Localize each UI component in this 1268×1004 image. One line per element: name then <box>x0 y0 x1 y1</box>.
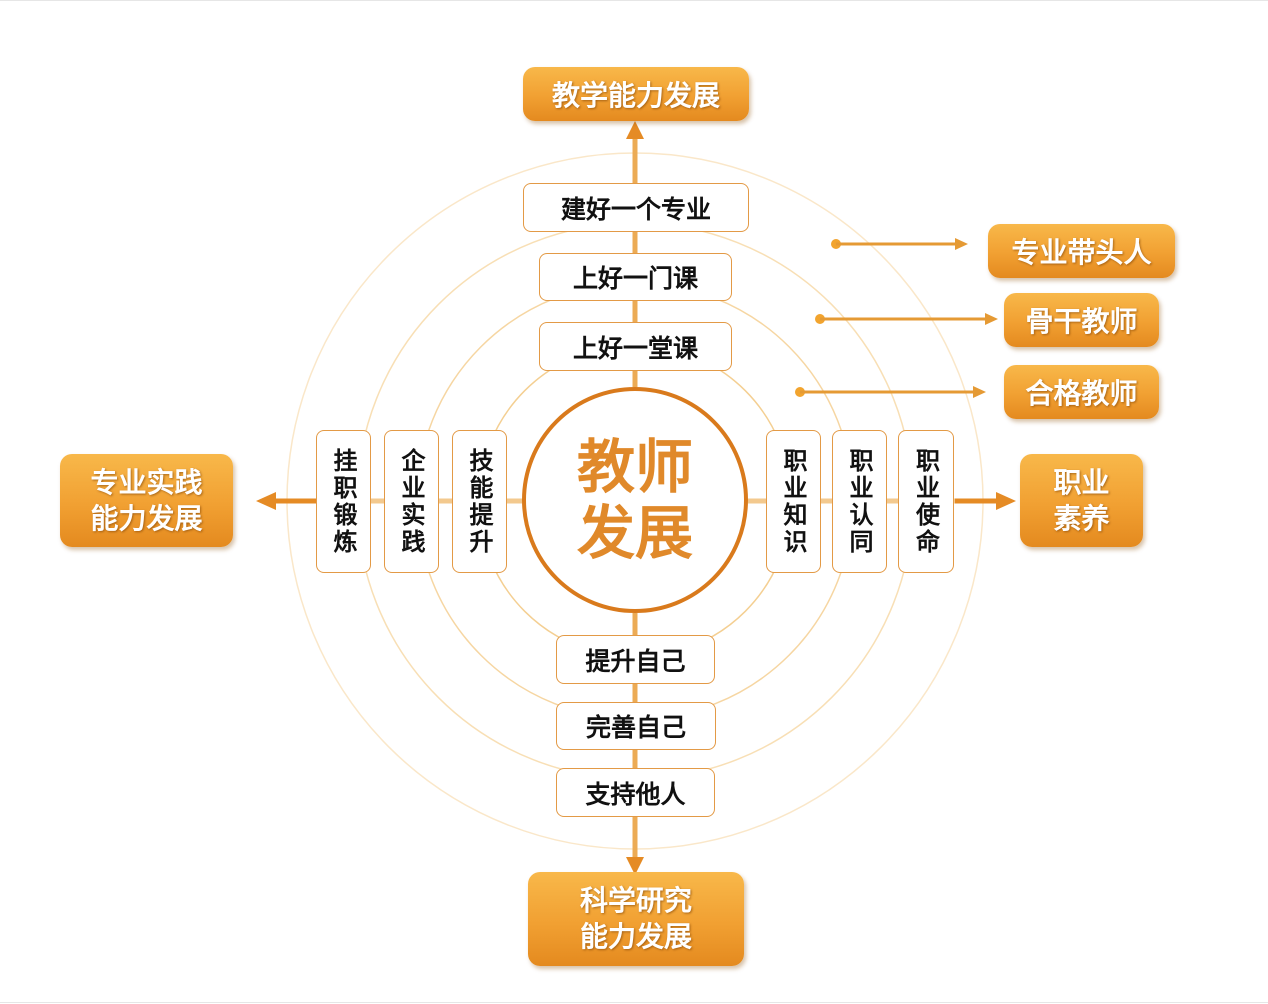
top-item-1: 建好一个专业 <box>523 183 749 232</box>
level-label-1: 专业带头人 <box>1011 236 1152 269</box>
left-item-2: 企业实践 <box>384 430 439 573</box>
bottom-item-3-label: 支持他人 <box>585 779 686 809</box>
level-label-2: 骨干教师 <box>1025 305 1138 338</box>
right-item-1: 职业知识 <box>766 430 821 573</box>
bottom-goal-line1: 科学研究 <box>579 884 692 917</box>
left-item-2-label: 企业实践 <box>397 447 425 556</box>
left-item-1: 挂职锻炼 <box>316 430 371 573</box>
right-goal-line1: 职业 <box>1053 465 1110 499</box>
level-arrow-3 <box>795 386 986 398</box>
arrow-down <box>626 857 644 875</box>
level-box-3: 合格教师 <box>1004 365 1159 419</box>
right-goal-box: 职业 素养 <box>1020 454 1143 547</box>
left-item-1-label: 挂职锻炼 <box>329 447 357 556</box>
right-goal-line2: 素养 <box>1053 501 1110 535</box>
bottom-goal-line2: 能力发展 <box>579 920 692 953</box>
right-item-1-label: 职业知识 <box>779 447 807 556</box>
top-item-2-label: 上好一门课 <box>572 264 698 293</box>
top-goal-label: 教学能力发展 <box>551 79 720 112</box>
arrow-up <box>626 121 644 139</box>
level-arrow-1 <box>831 238 968 250</box>
left-goal-line1: 专业实践 <box>90 465 203 499</box>
level-label-3: 合格教师 <box>1025 377 1138 410</box>
arrow-left <box>256 492 276 510</box>
top-goal-box: 教学能力发展 <box>523 67 749 121</box>
bottom-item-3: 支持他人 <box>556 768 715 817</box>
level-arrow-2 <box>815 313 998 325</box>
right-item-3: 职业使命 <box>898 430 954 573</box>
bottom-item-2: 完善自己 <box>556 702 716 750</box>
right-item-3-label: 职业使命 <box>911 447 940 556</box>
center-circle: 教师 发展 <box>522 387 748 613</box>
right-item-2-label: 职业认同 <box>845 447 873 556</box>
left-item-3: 技能提升 <box>452 430 507 573</box>
level-box-2: 骨干教师 <box>1004 293 1159 347</box>
top-item-3-label: 上好一堂课 <box>572 333 698 363</box>
bottom-goal-box: 科学研究 能力发展 <box>528 872 744 966</box>
bottom-item-1: 提升自己 <box>556 635 715 684</box>
center-line2: 发展 <box>576 499 693 567</box>
left-goal-line2: 能力发展 <box>90 501 203 535</box>
bottom-item-2-label: 完善自己 <box>585 713 686 742</box>
top-item-1-label: 建好一个专业 <box>560 194 711 224</box>
arrow-right <box>996 492 1016 510</box>
left-item-3-label: 技能提升 <box>465 447 493 556</box>
right-item-2: 职业认同 <box>832 430 887 573</box>
bottom-item-1-label: 提升自己 <box>585 646 686 676</box>
level-box-1: 专业带头人 <box>988 224 1175 278</box>
top-item-2: 上好一门课 <box>539 253 732 301</box>
left-goal-box: 专业实践 能力发展 <box>60 454 233 547</box>
center-line1: 教师 <box>576 433 693 501</box>
top-item-3: 上好一堂课 <box>539 322 732 371</box>
